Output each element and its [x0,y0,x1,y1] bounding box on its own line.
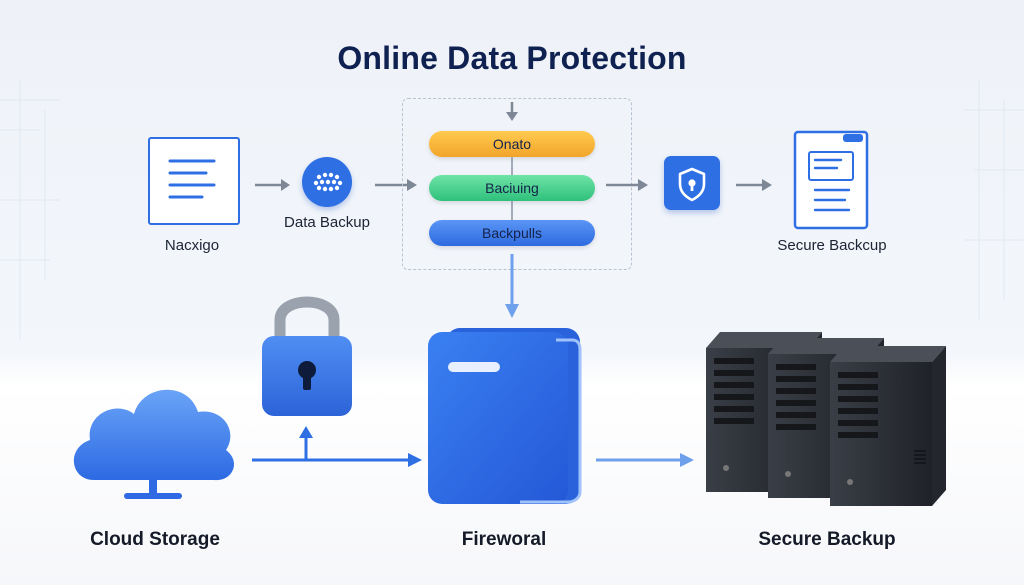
connector-arrow [252,426,422,467]
cloud-icon [73,389,235,499]
data-backup-button[interactable] [302,157,352,207]
secure-backup-label: Secure Backup [758,529,896,550]
decorative-grid-left [0,80,60,340]
stack-connector [511,157,513,220]
stack-pill-middle[interactable]: Baciuing [429,175,595,201]
server-icon [706,332,946,506]
document-icon [793,130,869,230]
padlock-icon [262,296,352,416]
cloud-storage-label: Cloud Storage [90,529,220,550]
arrow-right-icon [596,453,694,467]
page-title: Online Data Protection [337,40,687,76]
data-backup-label: Data Backup [284,214,370,231]
arrow-down-icon [505,254,519,318]
arrow-right-icon [375,179,417,191]
shield-icon [678,167,706,202]
arrow-down-icon [506,102,518,121]
document-icon [148,137,240,225]
arrow-right-icon [736,179,772,191]
arrow-right-icon [606,179,648,191]
fireworal-label: Fireworal [461,529,547,550]
decorative-grid-right [964,80,1024,320]
document-label: Nacxigo [164,237,220,254]
folder-icon [428,328,582,504]
stack-pill-bottom[interactable]: Backpulls [429,220,595,246]
document-lines [168,159,216,199]
shield-button[interactable] [664,156,720,210]
secure-backcup-label: Secure Backcup [777,237,887,254]
stack-pill-top[interactable]: Onato [429,131,595,157]
arrow-right-icon [255,179,290,191]
data-dots-icon [313,172,343,192]
